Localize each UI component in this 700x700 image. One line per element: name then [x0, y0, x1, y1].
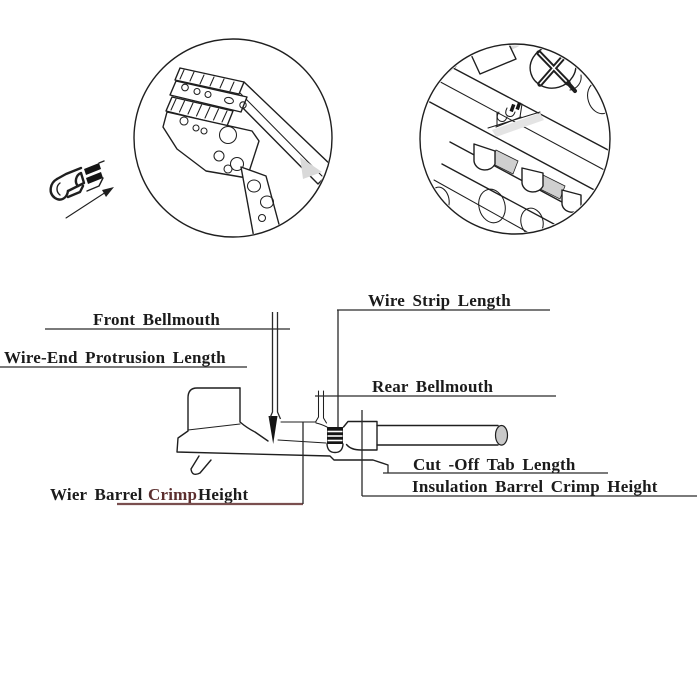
terminal-head-right — [239, 387, 269, 442]
arrow — [65, 187, 114, 219]
terminal-mid-hook — [74, 171, 86, 188]
tool-circle-outline — [133, 38, 333, 238]
insulation-barrel — [342, 420, 378, 451]
terminal-tab-tail — [86, 160, 105, 192]
wire-end-protrusion-label: Wire-End Protrusion Length — [4, 348, 226, 367]
die-front-hole2 — [520, 207, 544, 233]
rear-bellmouth-lines — [314, 390, 328, 424]
tool-lower-plate — [162, 111, 260, 179]
hatch-left-join — [315, 422, 328, 428]
die-terminal — [487, 101, 544, 137]
terminal-tab-lower — [86, 172, 103, 184]
die-left-hole — [430, 186, 450, 214]
terminal-body — [55, 166, 85, 199]
die-circle-figure — [419, 43, 611, 235]
front-bellmouth-extension-lines — [268, 312, 282, 420]
screw — [529, 45, 582, 93]
screw-shadow-arc — [569, 74, 582, 91]
arrow-shaft — [65, 191, 107, 219]
die-terminal-base — [495, 103, 523, 128]
tool-circle-figure — [133, 38, 333, 238]
die-terminal-wing2 — [505, 107, 516, 118]
tool-drawing — [162, 67, 331, 236]
die-terminal-mark2 — [515, 101, 522, 111]
locking-lance-tab — [190, 455, 212, 476]
wire-barrel-crimp-height-label: Wier Barrel Crimp Height — [50, 485, 248, 504]
tool-lower-plate-holes — [179, 116, 245, 174]
wire-end-face — [494, 424, 509, 446]
loose-terminal-figure — [49, 160, 114, 219]
wire-barrel-label-part1: Wier Barrel — [50, 485, 143, 504]
terminal-head-inner-edge — [187, 423, 241, 431]
cut-off-tab-label: Cut -Off Tab Length — [413, 455, 576, 474]
dimension-annotations: Wire Strip Length Front Bellmouth Wire-E… — [0, 291, 697, 506]
terminal-head-outline — [176, 387, 389, 466]
die-groove2 — [521, 167, 544, 193]
tool-upper-plate — [169, 80, 248, 113]
crimp-section-diagram — [176, 387, 509, 476]
die-drawing — [424, 45, 609, 233]
die-terminal-mark1 — [509, 103, 516, 113]
tool-die-serrations — [170, 98, 228, 123]
die-terminal-platform-shade — [492, 113, 544, 137]
arrow-head — [102, 187, 114, 197]
tool-top-jaw-serrations — [179, 69, 235, 92]
insulation-crimp-bowl — [326, 443, 344, 454]
tool-upper-plate-holes — [181, 83, 247, 109]
rear-bellmouth-label: Rear Bellmouth — [372, 377, 494, 396]
wire-strip-length-label: Wire Strip Length — [368, 291, 511, 310]
wire-barrel-label-part3: Height — [198, 485, 248, 504]
tool-lower-handle-holes — [246, 179, 275, 223]
die-groove1 — [473, 143, 496, 171]
insulation-crimp-height-label: Insulation Barrel Crimp Height — [412, 477, 658, 496]
terminal-tab-upper — [84, 163, 101, 175]
die-lower-block — [430, 141, 589, 233]
wire-end-wedge — [268, 416, 278, 444]
insulation-crimp-hatch — [327, 427, 343, 444]
die-top-tab — [467, 45, 517, 75]
barrel-floor — [277, 439, 327, 444]
terminal-wing-inner — [56, 182, 61, 196]
tool-handle-shade — [300, 157, 322, 179]
die-circle-outline — [419, 43, 611, 235]
front-bellmouth-label: Front Bellmouth — [93, 310, 220, 329]
terminal-wing-outer — [49, 177, 70, 201]
die-groove3 — [561, 189, 582, 213]
tool-upper-handle-ridge — [239, 92, 323, 177]
tool-top-jaw — [174, 67, 245, 95]
die-front-edge — [433, 179, 557, 233]
wire — [376, 424, 509, 446]
wire-barrel-label-part2: Crimp — [148, 485, 197, 504]
die-front-hole1 — [478, 188, 506, 224]
